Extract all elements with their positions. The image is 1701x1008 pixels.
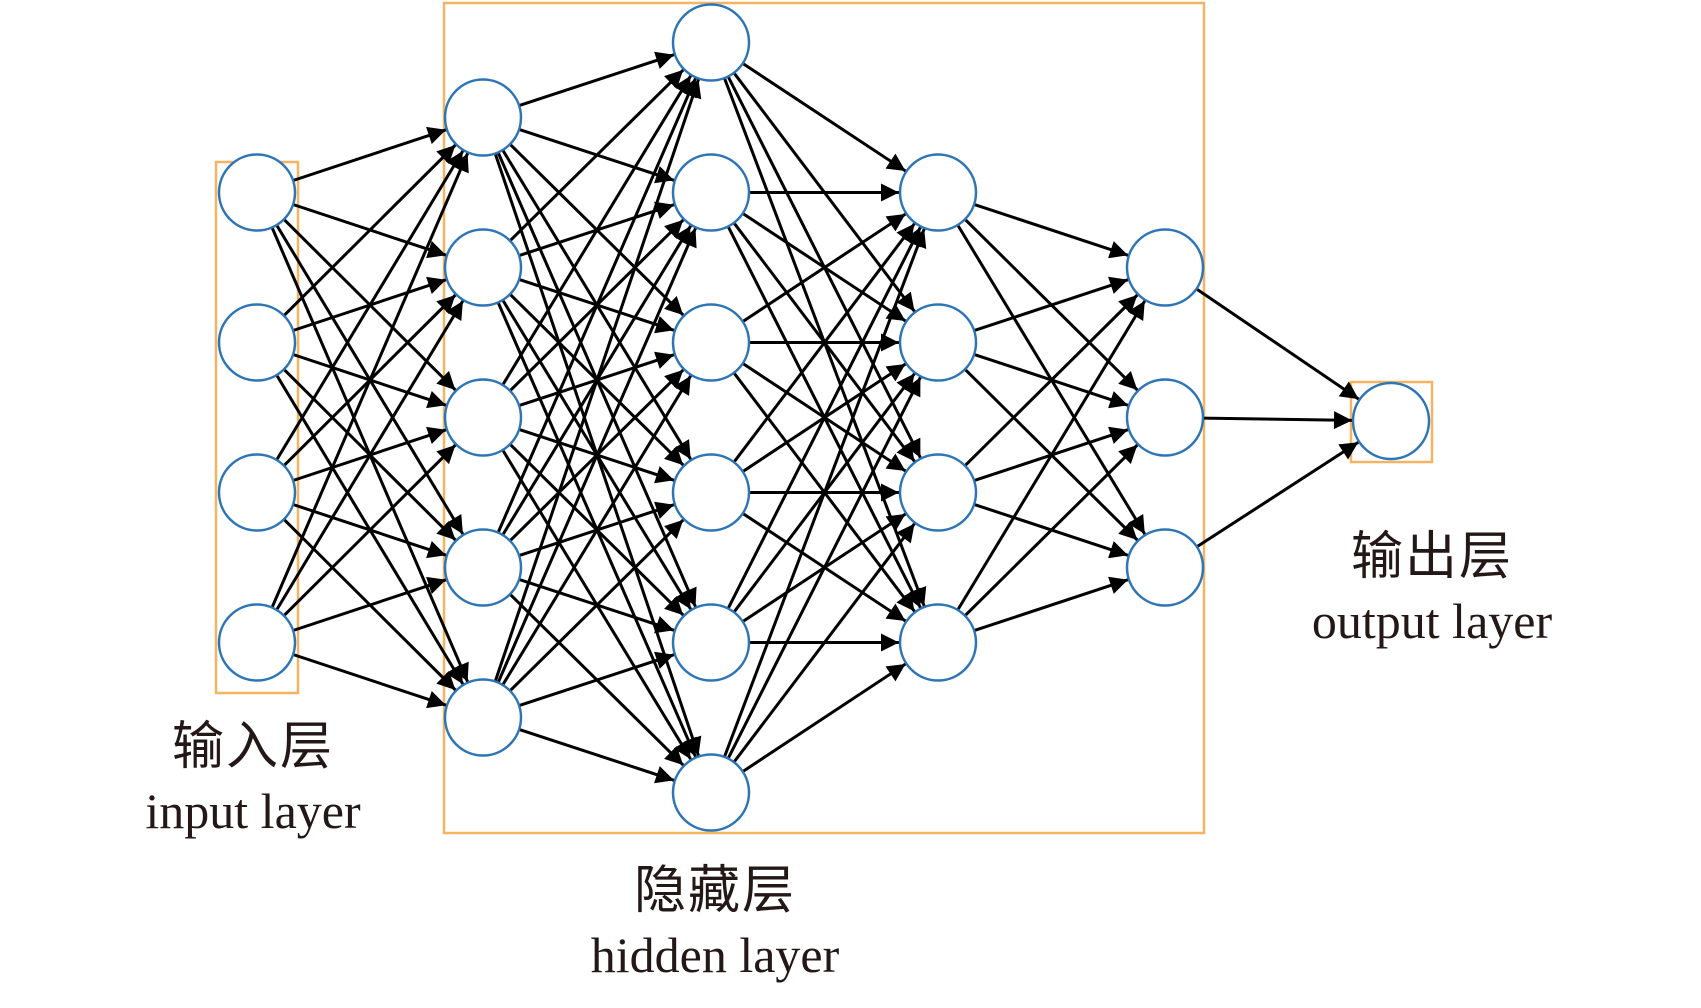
edge-hidden2-6-to-hidden3-4 <box>741 662 907 773</box>
edge-hidden4-2-to-output-1 <box>1202 411 1353 430</box>
edge-hidden1-5-to-hidden2-3 <box>501 375 692 686</box>
input-node-3 <box>217 453 297 532</box>
hidden1-node-5 <box>443 678 523 757</box>
hidden3-node-4 <box>898 603 978 682</box>
edge-hidden2-1-to-hidden3-1 <box>741 62 907 173</box>
hidden-layer-label: 隐藏层 hidden layer <box>555 862 875 988</box>
edge-hidden3-4-to-hidden4-1 <box>956 300 1147 611</box>
edge-hidden3-4-to-hidden4-2 <box>963 443 1139 617</box>
edge-hidden4-3-to-output-1 <box>1196 440 1360 549</box>
edge-hidden3-3-to-hidden4-1 <box>963 293 1139 467</box>
hidden1-node-1 <box>443 78 523 157</box>
hidden4-node-2 <box>1125 378 1205 457</box>
edge-hidden1-3-to-hidden2-1 <box>501 75 692 386</box>
edge-input-4-to-hidden1-3 <box>282 443 457 617</box>
edge-hidden1-5-to-hidden2-6 <box>518 727 675 784</box>
edge-hidden3-2-to-hidden4-1 <box>973 276 1129 333</box>
hidden2-node-3 <box>671 303 751 382</box>
edge-input-3-to-hidden1-1 <box>275 150 465 461</box>
hidden2-node-4 <box>671 453 751 532</box>
hidden3-node-2 <box>898 303 978 382</box>
hidden4-node-3 <box>1125 528 1205 607</box>
hidden1-node-3 <box>443 378 523 457</box>
edge-input-4-to-hidden1-5 <box>292 653 447 709</box>
edge-hidden3-1-to-hidden4-1 <box>973 202 1129 259</box>
hidden2-node-6 <box>671 753 751 832</box>
output-layer-label-en: output layer <box>1311 593 1553 649</box>
edge-hidden1-4-to-hidden2-1 <box>496 77 697 534</box>
edge-input-2-to-hidden1-1 <box>282 143 457 317</box>
input-layer-label: 输入层 input layer <box>108 718 398 844</box>
edge-hidden2-5-to-hidden3-1 <box>726 226 922 610</box>
hidden2-node-5 <box>671 603 751 682</box>
edge-hidden1-5-to-hidden2-1 <box>493 78 702 682</box>
edge-hidden1-5-to-hidden2-2 <box>496 227 697 684</box>
edge-hidden2-4-to-hidden3-1 <box>732 222 916 464</box>
hidden2-node-2 <box>671 153 751 232</box>
hidden1-node-2 <box>443 228 523 307</box>
edge-hidden2-6-to-hidden3-1 <box>722 228 927 758</box>
edge-hidden4-1-to-output-1 <box>1195 287 1360 401</box>
edge-input-4-to-hidden1-1 <box>270 152 469 609</box>
edge-hidden2-6-to-hidden3-3 <box>732 522 916 764</box>
hidden3-node-1 <box>898 153 978 232</box>
edge-hidden1-1-to-hidden2-1 <box>518 51 675 108</box>
edge-input-4-to-hidden1-4 <box>292 576 447 632</box>
edge-hidden1-5-to-hidden2-5 <box>518 651 675 708</box>
input-node-4 <box>217 603 297 682</box>
hidden2-node-1 <box>671 3 751 82</box>
input-layer-label-zh: 输入层 <box>171 719 334 776</box>
edge-hidden1-5-to-hidden2-4 <box>508 518 685 692</box>
input-node-1 <box>217 153 297 232</box>
edge-input-1-to-hidden1-1 <box>292 126 447 182</box>
output-layer-label: 输出层 output layer <box>1282 528 1582 654</box>
edge-hidden2-6-to-hidden3-2 <box>726 376 922 760</box>
edge-hidden3-4-to-hidden4-3 <box>973 576 1129 633</box>
input-node-2 <box>217 303 297 382</box>
input-layer-label-en: input layer <box>145 783 361 839</box>
hidden3-node-3 <box>898 453 978 532</box>
edge-input-4-to-hidden1-2 <box>275 300 465 611</box>
hidden-layer-label-zh: 隐藏层 <box>633 863 796 920</box>
hidden4-node-1 <box>1125 228 1205 307</box>
edge-hidden1-2-to-hidden2-1 <box>508 68 685 242</box>
output-layer-label-zh: 输出层 <box>1350 529 1513 586</box>
edge-hidden2-3-to-hidden3-1 <box>741 212 907 323</box>
output-node-1 <box>1351 381 1431 461</box>
hidden1-node-4 <box>443 528 523 607</box>
hidden-layer-label-en: hidden layer <box>590 927 840 983</box>
